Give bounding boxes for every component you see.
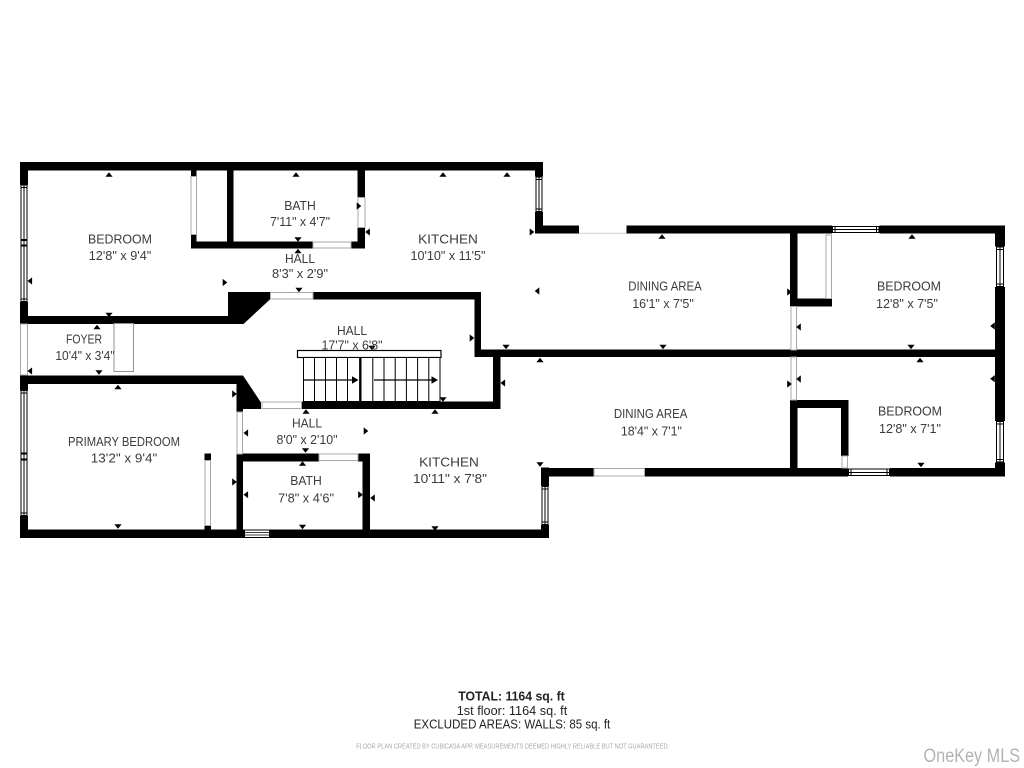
svg-text:10'10" x 11'5": 10'10" x 11'5": [411, 248, 486, 263]
svg-text:BATH: BATH: [284, 198, 316, 213]
svg-text:13'2" x 9'4": 13'2" x 9'4": [91, 450, 158, 465]
svg-text:8'3" x 2'9": 8'3" x 2'9": [272, 266, 328, 281]
svg-text:PRIMARY BEDROOM: PRIMARY BEDROOM: [68, 434, 180, 449]
svg-text:12'8" x 7'5": 12'8" x 7'5": [876, 296, 938, 311]
svg-text:FOYER: FOYER: [66, 331, 102, 346]
svg-text:18'4" x 7'1": 18'4" x 7'1": [621, 423, 682, 438]
svg-text:16'1" x 7'5": 16'1" x 7'5": [632, 296, 694, 311]
svg-text:7'8" x 4'6": 7'8" x 4'6": [278, 491, 334, 506]
svg-text:1st floor: 1164 sq. ft: 1st floor: 1164 sq. ft: [457, 704, 568, 718]
svg-text:BEDROOM: BEDROOM: [88, 232, 152, 247]
svg-text:FLOOR PLAN CREATED BY CUBICASA: FLOOR PLAN CREATED BY CUBICASA APP. MEAS…: [356, 742, 669, 751]
svg-text:OneKey MLS: OneKey MLS: [924, 746, 1021, 767]
svg-text:HALL: HALL: [292, 416, 322, 431]
svg-text:BATH: BATH: [290, 473, 322, 488]
svg-text:10'11" x 7'8": 10'11" x 7'8": [413, 471, 487, 486]
svg-text:DINING AREA: DINING AREA: [614, 406, 688, 421]
svg-text:HALL: HALL: [337, 323, 367, 338]
svg-text:TOTAL: 1164 sq. ft: TOTAL: 1164 sq. ft: [458, 690, 565, 704]
svg-text:KITCHEN: KITCHEN: [419, 455, 479, 470]
svg-text:17'7" x 6'8": 17'7" x 6'8": [322, 338, 383, 353]
svg-text:DINING AREA: DINING AREA: [628, 278, 702, 293]
svg-text:8'0" x 2'10": 8'0" x 2'10": [277, 432, 338, 447]
svg-text:12'8" x 9'4": 12'8" x 9'4": [89, 248, 152, 263]
svg-text:10'4" x 3'4": 10'4" x 3'4": [55, 348, 115, 363]
svg-text:KITCHEN: KITCHEN: [418, 232, 478, 247]
svg-text:HALL: HALL: [285, 251, 315, 266]
svg-text:BEDROOM: BEDROOM: [877, 279, 941, 294]
svg-text:7'11" x 4'7": 7'11" x 4'7": [270, 214, 330, 229]
svg-text:EXCLUDED AREAS: WALLS: 85 sq.: EXCLUDED AREAS: WALLS: 85 sq. ft: [414, 718, 611, 732]
svg-text:12'8" x 7'1": 12'8" x 7'1": [879, 421, 941, 436]
svg-text:BEDROOM: BEDROOM: [878, 403, 942, 418]
